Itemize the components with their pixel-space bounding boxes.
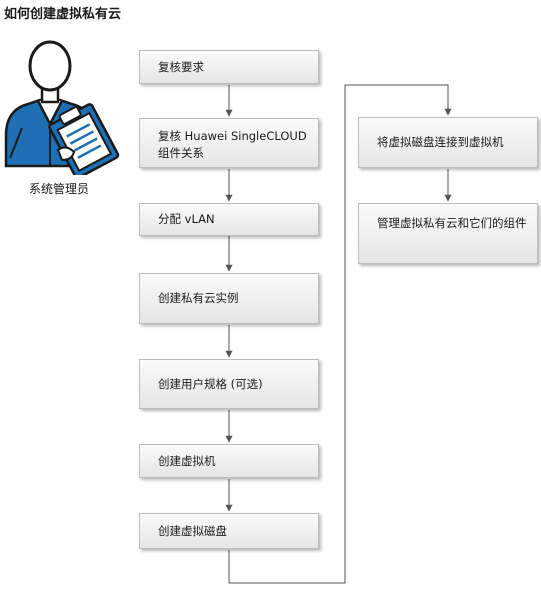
step-create-user-spec: 创建用户规格 (可选) [139,359,319,409]
step-label: 将虚拟磁盘连接到虚拟机 [377,135,504,149]
step-create-vpc-instance: 创建私有云实例 [139,273,319,324]
step-label: 分配 vLAN [158,212,215,226]
step-label: 复核要求 [158,59,204,74]
step-create-virtual-disk: 创建虚拟磁盘 [139,513,319,549]
page-title: 如何创建虚拟私有云 [4,7,122,22]
step-label: 创建私有云实例 [158,291,239,305]
step-create-vm: 创建虚拟机 [139,444,319,478]
arrow-7-8 [228,84,452,584]
role-label: 系统管理员 [28,182,89,196]
step-attach-disk: 将虚拟磁盘连接到虚拟机 [358,117,538,168]
step-label: 创建用户规格 (可选) [158,376,263,391]
step-manage-vpc: 管理虚拟私有云和它们的组件 [358,203,538,264]
step-label: 管理虚拟私有云和它们的组件 [377,216,527,230]
step-label: 创建虚拟磁盘 [158,523,227,538]
administrator-with-clipboard-icon [4,40,120,175]
step-assign-vlan: 分配 vLAN [139,203,319,236]
step-label: 创建虚拟机 [158,453,216,468]
step-review-singlecloud: 复核 Huawei SingleCLOUD 组件关系 [139,118,319,168]
step-label: 复核 Huawei SingleCLOUD 组件关系 [158,129,307,160]
step-review-requirements: 复核要求 [139,50,319,84]
